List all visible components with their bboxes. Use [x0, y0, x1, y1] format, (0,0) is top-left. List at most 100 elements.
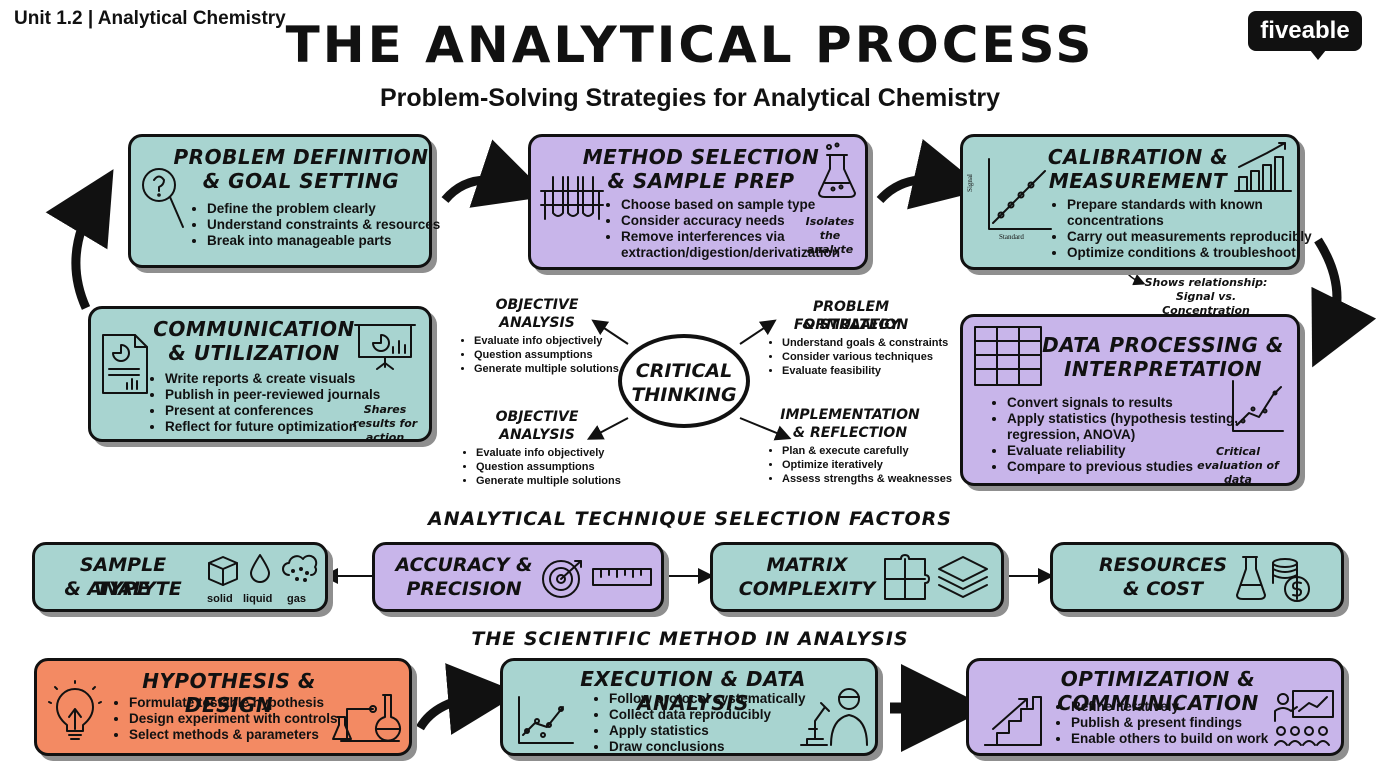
- ct-bottom-left-bullet-3: Generate multiple solutions: [476, 474, 646, 488]
- method-bullet-1: Choose based on sample type: [621, 197, 841, 213]
- factor-resources-title-1: RESOURCES: [1098, 554, 1228, 576]
- brand-logo: fiveable: [1248, 11, 1362, 60]
- lightbulb-icon: [48, 680, 102, 740]
- method-bullet-3: Remove interferences via extraction/dige…: [621, 229, 841, 261]
- flask-coins-icon: [1236, 556, 1310, 602]
- calibration-bullet-2: Carry out measurements reproducibly: [1067, 229, 1317, 245]
- communication-bullet-4: Reflect for future optimization: [165, 419, 405, 435]
- factor-resources-title-2: & COST: [1123, 578, 1203, 600]
- hypothesis-bullet-3: Select methods & parameters: [129, 727, 369, 743]
- layers-icon: [938, 556, 988, 598]
- factor-matrix-card: MATRIX COMPLEXITY: [710, 542, 1004, 612]
- calibration-note: Shows relationship: Signal vs. Concentra…: [1144, 276, 1268, 317]
- ct-top-left-bullet-3: Generate multiple solutions: [474, 362, 644, 376]
- regression-plot-icon: [1232, 380, 1284, 432]
- data-table-icon: [974, 326, 1042, 386]
- unit-label: Unit 1.2 | Analytical Chemistry: [14, 8, 286, 29]
- liquid-drop-icon: [250, 554, 270, 583]
- calibration-title-2: MEASUREMENT: [1048, 169, 1228, 193]
- arrow-hypothesis-to-execution: [416, 663, 520, 735]
- factor-sample-label-liquid: liquid: [243, 593, 273, 605]
- puzzle-icon: [884, 554, 930, 600]
- brand-logo-text: fiveable: [1260, 17, 1350, 44]
- data-processing-title-1: DATA PROCESSING &: [1042, 333, 1284, 357]
- data-bullet-4: Compare to previous studies: [1007, 459, 1247, 475]
- calibration-title-1: CALIBRATION &: [1047, 145, 1229, 169]
- arrow-method-to-calibration: [876, 139, 986, 210]
- ct-bottom-right-bullet-1: Plan & execute carefully: [782, 444, 962, 458]
- scientist-microscope-icon: [800, 688, 868, 746]
- execution-bullet-4: Draw conclusions: [609, 739, 829, 755]
- factor-accuracy-card: ACCURACY & PRECISION: [372, 542, 664, 612]
- data-note: Critical evaluation of data: [1197, 445, 1279, 486]
- data-bullet-2: Apply statistics (hypothesis testing, re…: [1007, 411, 1247, 443]
- presenter-audience-icon: [1274, 690, 1334, 746]
- factor-accuracy-title-2: PRECISION: [406, 578, 522, 600]
- critical-thinking-circle: CRITICAL THINKING: [618, 334, 750, 428]
- execution-bullet-3: Apply statistics: [609, 723, 829, 739]
- communication-title-2: & UTILIZATION: [168, 341, 340, 365]
- optimization-bullet-1: Refine iteratively: [1071, 699, 1291, 715]
- factor-sample-label-gas: gas: [287, 593, 306, 605]
- hypothesis-bullet-2: Design experiment with controls: [129, 711, 369, 727]
- presentation-board-icon: [354, 324, 416, 370]
- ruler-icon: [592, 568, 652, 586]
- hypothesis-bullet-1: Formulate testable hypothesis: [129, 695, 369, 711]
- calibration-card: CALIBRATION & MEASUREMENT Signal Standar…: [960, 134, 1312, 270]
- problem-bullet-3: Break into manageable parts: [207, 233, 447, 249]
- problem-definition-title-1: PROBLEM DEFINITION: [173, 145, 429, 169]
- method-bullet-2: Consider accuracy needs: [621, 213, 841, 229]
- hypothesis-title: HYPOTHESIS & DESIGN: [142, 669, 316, 717]
- calibration-graph-icon: [988, 158, 1052, 230]
- execution-bullet-1: Follow protocol systematically: [609, 691, 829, 707]
- problem-bullet-1: Define the problem clearly: [207, 201, 447, 217]
- ct-bottom-left-bullet-1: Evaluate info objectively: [476, 446, 646, 460]
- data-processing-title-2: INTERPRETATION: [1063, 357, 1263, 381]
- beaker-icon: [818, 142, 856, 198]
- solid-cube-icon: [208, 556, 238, 586]
- data-bullet-3: Evaluate reliability: [1007, 443, 1247, 459]
- ct-top-right-bullet-2: Consider various techniques: [782, 350, 962, 364]
- critical-thinking-line-2: THINKING: [631, 384, 737, 406]
- factor-resources-card: RESOURCES & COST: [1050, 542, 1344, 612]
- problem-definition-card: PROBLEM DEFINITION & GOAL SETTING Define…: [128, 134, 440, 268]
- factors-heading: ANALYTICAL TECHNIQUE SELECTION FACTORS: [428, 508, 952, 530]
- ct-bottom-left-bullet-2: Question assumptions: [476, 460, 646, 474]
- arrow-problem-to-method: [441, 139, 550, 208]
- factor-sample-title-1: SAMPLE TYPE: [79, 554, 167, 600]
- ct-top-right-bullet-3: Evaluate feasibility: [782, 364, 962, 378]
- critical-thinking-line-1: CRITICAL: [635, 360, 733, 382]
- data-bullet-1: Convert signals to results: [1007, 395, 1247, 411]
- factor-matrix-title-1: MATRIX: [766, 554, 848, 576]
- communication-bullet-2: Publish in peer-reviewed journals: [165, 387, 405, 403]
- method-selection-title-1: METHOD SELECTION: [582, 145, 820, 169]
- data-processing-card: DATA PROCESSING & INTERPRETATION Convert…: [960, 314, 1300, 486]
- method-selection-card: METHOD SELECTION & SAMPLE PREP Choose ba…: [528, 134, 868, 270]
- optimization-title: OPTIMIZATION & COMMUNICATION: [1057, 667, 1259, 715]
- factor-sample-label-solid: solid: [207, 593, 233, 605]
- problem-definition-title-2: & GOAL SETTING: [202, 169, 400, 193]
- page-subtitle: Problem-Solving Strategies for Analytica…: [379, 84, 1001, 112]
- arrow-communication-to-problem: [45, 169, 114, 310]
- target-icon: [542, 560, 582, 598]
- communication-bullet-3: Present at conferences: [165, 403, 405, 419]
- page-title: THE ANALYTICAL PROCESS: [285, 16, 1095, 74]
- bar-chart-up-icon: [1234, 142, 1292, 192]
- factor-sample-card: SAMPLE TYPE & ANALYTE solid liquid gas: [32, 542, 328, 612]
- scatter-trend-icon: [518, 696, 574, 744]
- lab-flasks-icon: [332, 694, 401, 742]
- ct-top-right-title-2: & STRATEGY: [802, 317, 900, 333]
- problem-bullet-2: Understand constraints & resources: [207, 217, 447, 233]
- factor-sample-title-2: & ANALYTE: [64, 578, 182, 600]
- factor-matrix-title-2: COMPLEXITY: [738, 578, 876, 600]
- calibration-graph-xlabel: Standard: [999, 233, 1024, 241]
- method-note: Isolates the analyte: [805, 215, 855, 256]
- hypothesis-card: HYPOTHESIS & DESIGN Formulate testable h…: [34, 658, 412, 756]
- optimization-bullet-2: Publish & present findings: [1071, 715, 1291, 731]
- calibration-bullet-3: Optimize conditions & troubleshoot: [1067, 245, 1317, 261]
- stairs-up-icon: [984, 696, 1042, 746]
- calibration-bullet-1: Prepare standards with known concentrati…: [1067, 197, 1317, 229]
- ct-top-left-bullet-2: Question assumptions: [474, 348, 644, 362]
- scientific-heading: THE SCIENTIFIC METHOD IN ANALYSIS: [471, 628, 909, 650]
- ct-bottom-left-title-1: OBJECTIVE: [495, 409, 579, 425]
